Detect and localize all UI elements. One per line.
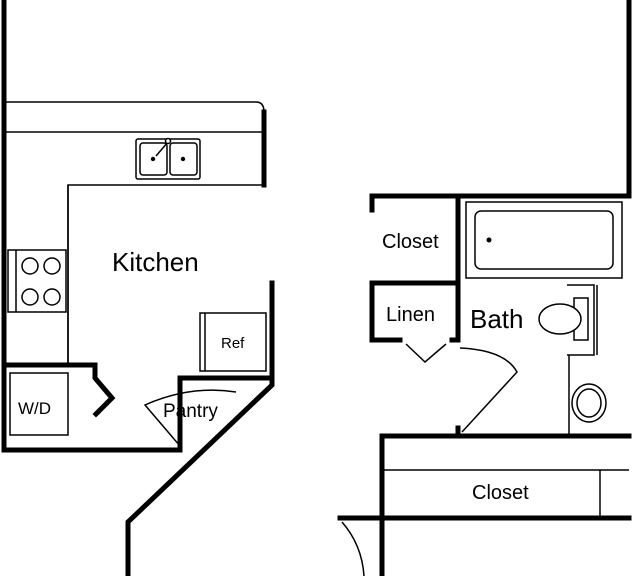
closet-upper-label: Closet xyxy=(382,231,439,253)
bath-vanity xyxy=(568,285,607,436)
pantry-label: Pantry xyxy=(163,401,218,422)
bathtub xyxy=(465,201,623,279)
linen-label: Linen xyxy=(386,304,435,326)
washer-dryer xyxy=(9,372,69,436)
closet-lower-label: Closet xyxy=(472,482,529,504)
pantry-top-wall xyxy=(177,375,275,453)
refrigerator-label: Ref xyxy=(221,335,245,352)
stove xyxy=(7,249,67,313)
refrigerator xyxy=(199,312,267,372)
toilet xyxy=(538,284,595,356)
bath-door-swing xyxy=(459,347,518,433)
counter-upper xyxy=(4,101,265,365)
bath-label: Bath xyxy=(470,304,524,334)
hallway-diagonal-wall xyxy=(125,280,275,576)
lower-closet-top-wall xyxy=(379,433,632,576)
washer-dryer-label: W/D xyxy=(18,399,51,418)
pantry-door-swing xyxy=(143,389,237,447)
closet-upper-walls xyxy=(369,193,632,213)
sink xyxy=(135,137,201,180)
kitchen-label: Kitchen xyxy=(112,247,199,277)
linen-door-swing xyxy=(405,343,447,364)
entry-door-swing xyxy=(341,521,365,576)
linen-bottom-right xyxy=(449,280,461,343)
countertops xyxy=(4,101,629,518)
